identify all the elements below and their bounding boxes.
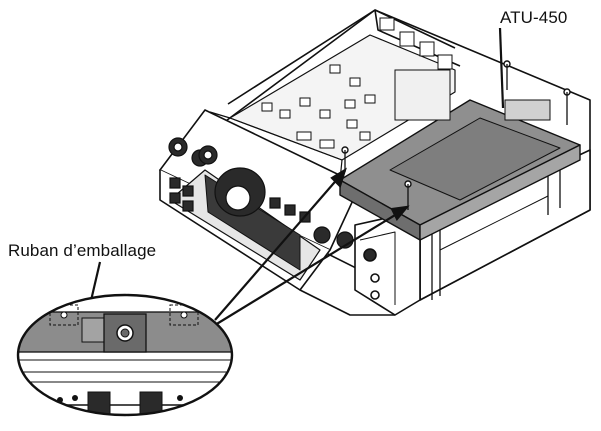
atu-450-label: ATU-450 — [500, 8, 568, 27]
packing-tape-label: Ruban d’emballage — [8, 241, 157, 260]
front-panel-knobs — [168, 137, 354, 249]
board-components — [261, 17, 551, 149]
magnified-detail — [16, 293, 234, 417]
atu-450-plate — [339, 60, 581, 241]
magnifier-lens-outline — [16, 293, 234, 417]
callout-arrows — [78, 27, 505, 335]
